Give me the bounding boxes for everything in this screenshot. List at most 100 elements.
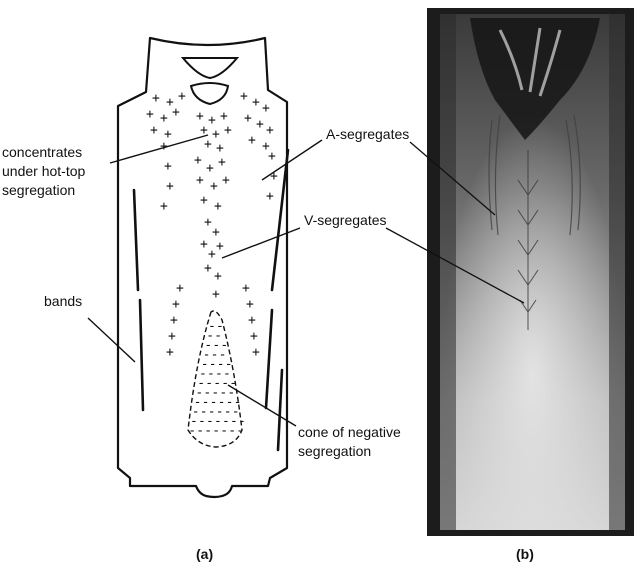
minus-mark: - [202,395,210,410]
plus-mark: + [222,173,230,188]
label-a-segregates: A-segregates [326,126,409,142]
plus-mark: + [266,123,274,138]
plus-mark: + [166,179,174,194]
minus-mark: - [216,405,224,420]
plus-mark: + [194,153,202,168]
minus-mark: - [234,395,242,410]
plus-mark: + [196,109,204,124]
plus-mark: + [252,345,260,360]
minus-mark: - [206,414,214,429]
plus-mark: + [212,225,220,240]
plus-mark: + [150,123,158,138]
plus-mark: + [248,133,256,148]
label-segregation-top: segregation [2,182,75,198]
plus-mark: + [212,287,220,302]
plus-mark: + [244,111,252,126]
band-lines [132,148,290,452]
plus-mark: + [204,261,212,276]
plus-mark: + [262,139,270,154]
plus-mark: + [216,141,224,156]
minus-mark: - [219,386,227,401]
plus-mark: + [200,193,208,208]
plus-mark: + [160,139,168,154]
minus-mark: - [210,395,218,410]
minus-mark: - [220,338,228,353]
minus-mark: - [198,414,206,429]
minus-mark: - [228,424,236,439]
shrinkage-cavity-upper [180,57,240,80]
plus-mark: + [252,95,260,110]
minus-mark: - [211,348,219,363]
plus-mark: + [240,89,248,104]
minus-mark: - [223,367,231,382]
positive-segregation-marks: ++++++++++++++++++++++++++++++++++++++++… [146,89,278,360]
minus-mark: - [194,395,202,410]
plus-mark: + [208,247,216,262]
minus-mark: - [209,357,217,372]
minus-mark: - [206,329,214,344]
plus-mark: + [220,109,228,124]
minus-mark: - [225,357,233,372]
plus-mark: + [214,199,222,214]
minus-mark: - [197,376,205,391]
minus-mark: - [217,357,225,372]
plus-mark: + [248,313,256,328]
minus-mark: - [236,424,244,439]
plus-mark: + [176,281,184,296]
plus-mark: + [146,107,154,122]
minus-mark: - [229,376,237,391]
plus-mark: + [214,269,222,284]
minus-mark: - [201,357,209,372]
minus-mark: - [221,376,229,391]
minus-mark: - [213,376,221,391]
label-bands: bands [44,293,82,309]
minus-mark: - [226,395,234,410]
plus-mark: + [206,161,214,176]
label-cone-segregation: segregation [298,443,371,459]
label-v-segregates: V-segregates [304,212,387,228]
schematic-ingot: ++++++++++++++++++++++++++++++++++++++++… [87,36,323,499]
plus-mark: + [204,137,212,152]
minus-mark: - [203,386,211,401]
minus-mark: - [232,405,240,420]
minus-mark: - [204,338,212,353]
plus-mark: + [200,123,208,138]
plus-mark: + [172,297,180,312]
plus-mark: + [246,297,254,312]
minus-mark: - [195,386,203,401]
minus-mark: - [208,405,216,420]
ingot-photograph [385,8,634,536]
minus-mark: - [196,424,204,439]
minus-mark: - [200,405,208,420]
plus-mark: + [256,117,264,132]
plus-mark: + [262,101,270,116]
minus-mark: - [211,386,219,401]
plus-mark: + [266,189,274,204]
minus-mark: - [192,405,200,420]
minus-mark: - [216,319,224,334]
leader-lines [87,134,323,427]
minus-mark: - [230,414,238,429]
plus-mark: + [250,329,258,344]
minus-mark: - [203,348,211,363]
ingot-outline [116,36,289,499]
minus-mark: - [204,424,212,439]
plus-mark: + [166,95,174,110]
minus-mark: - [215,367,223,382]
minus-mark: - [214,329,222,344]
minus-mark: - [222,414,230,429]
plus-mark: + [270,169,278,184]
plus-mark: + [164,159,172,174]
minus-mark: - [190,414,198,429]
label-cone-negative: cone of negative [298,424,401,440]
plus-mark: + [200,237,208,252]
caption-a: (a) [196,546,213,562]
plus-mark: + [196,173,204,188]
plus-mark: + [152,91,160,106]
label-concentrates: concentrates [2,144,82,160]
plus-mark: + [218,155,226,170]
negative-cone-outline [187,310,243,448]
plus-mark: + [208,113,216,128]
plus-mark: + [224,123,232,138]
plus-mark: + [212,127,220,142]
